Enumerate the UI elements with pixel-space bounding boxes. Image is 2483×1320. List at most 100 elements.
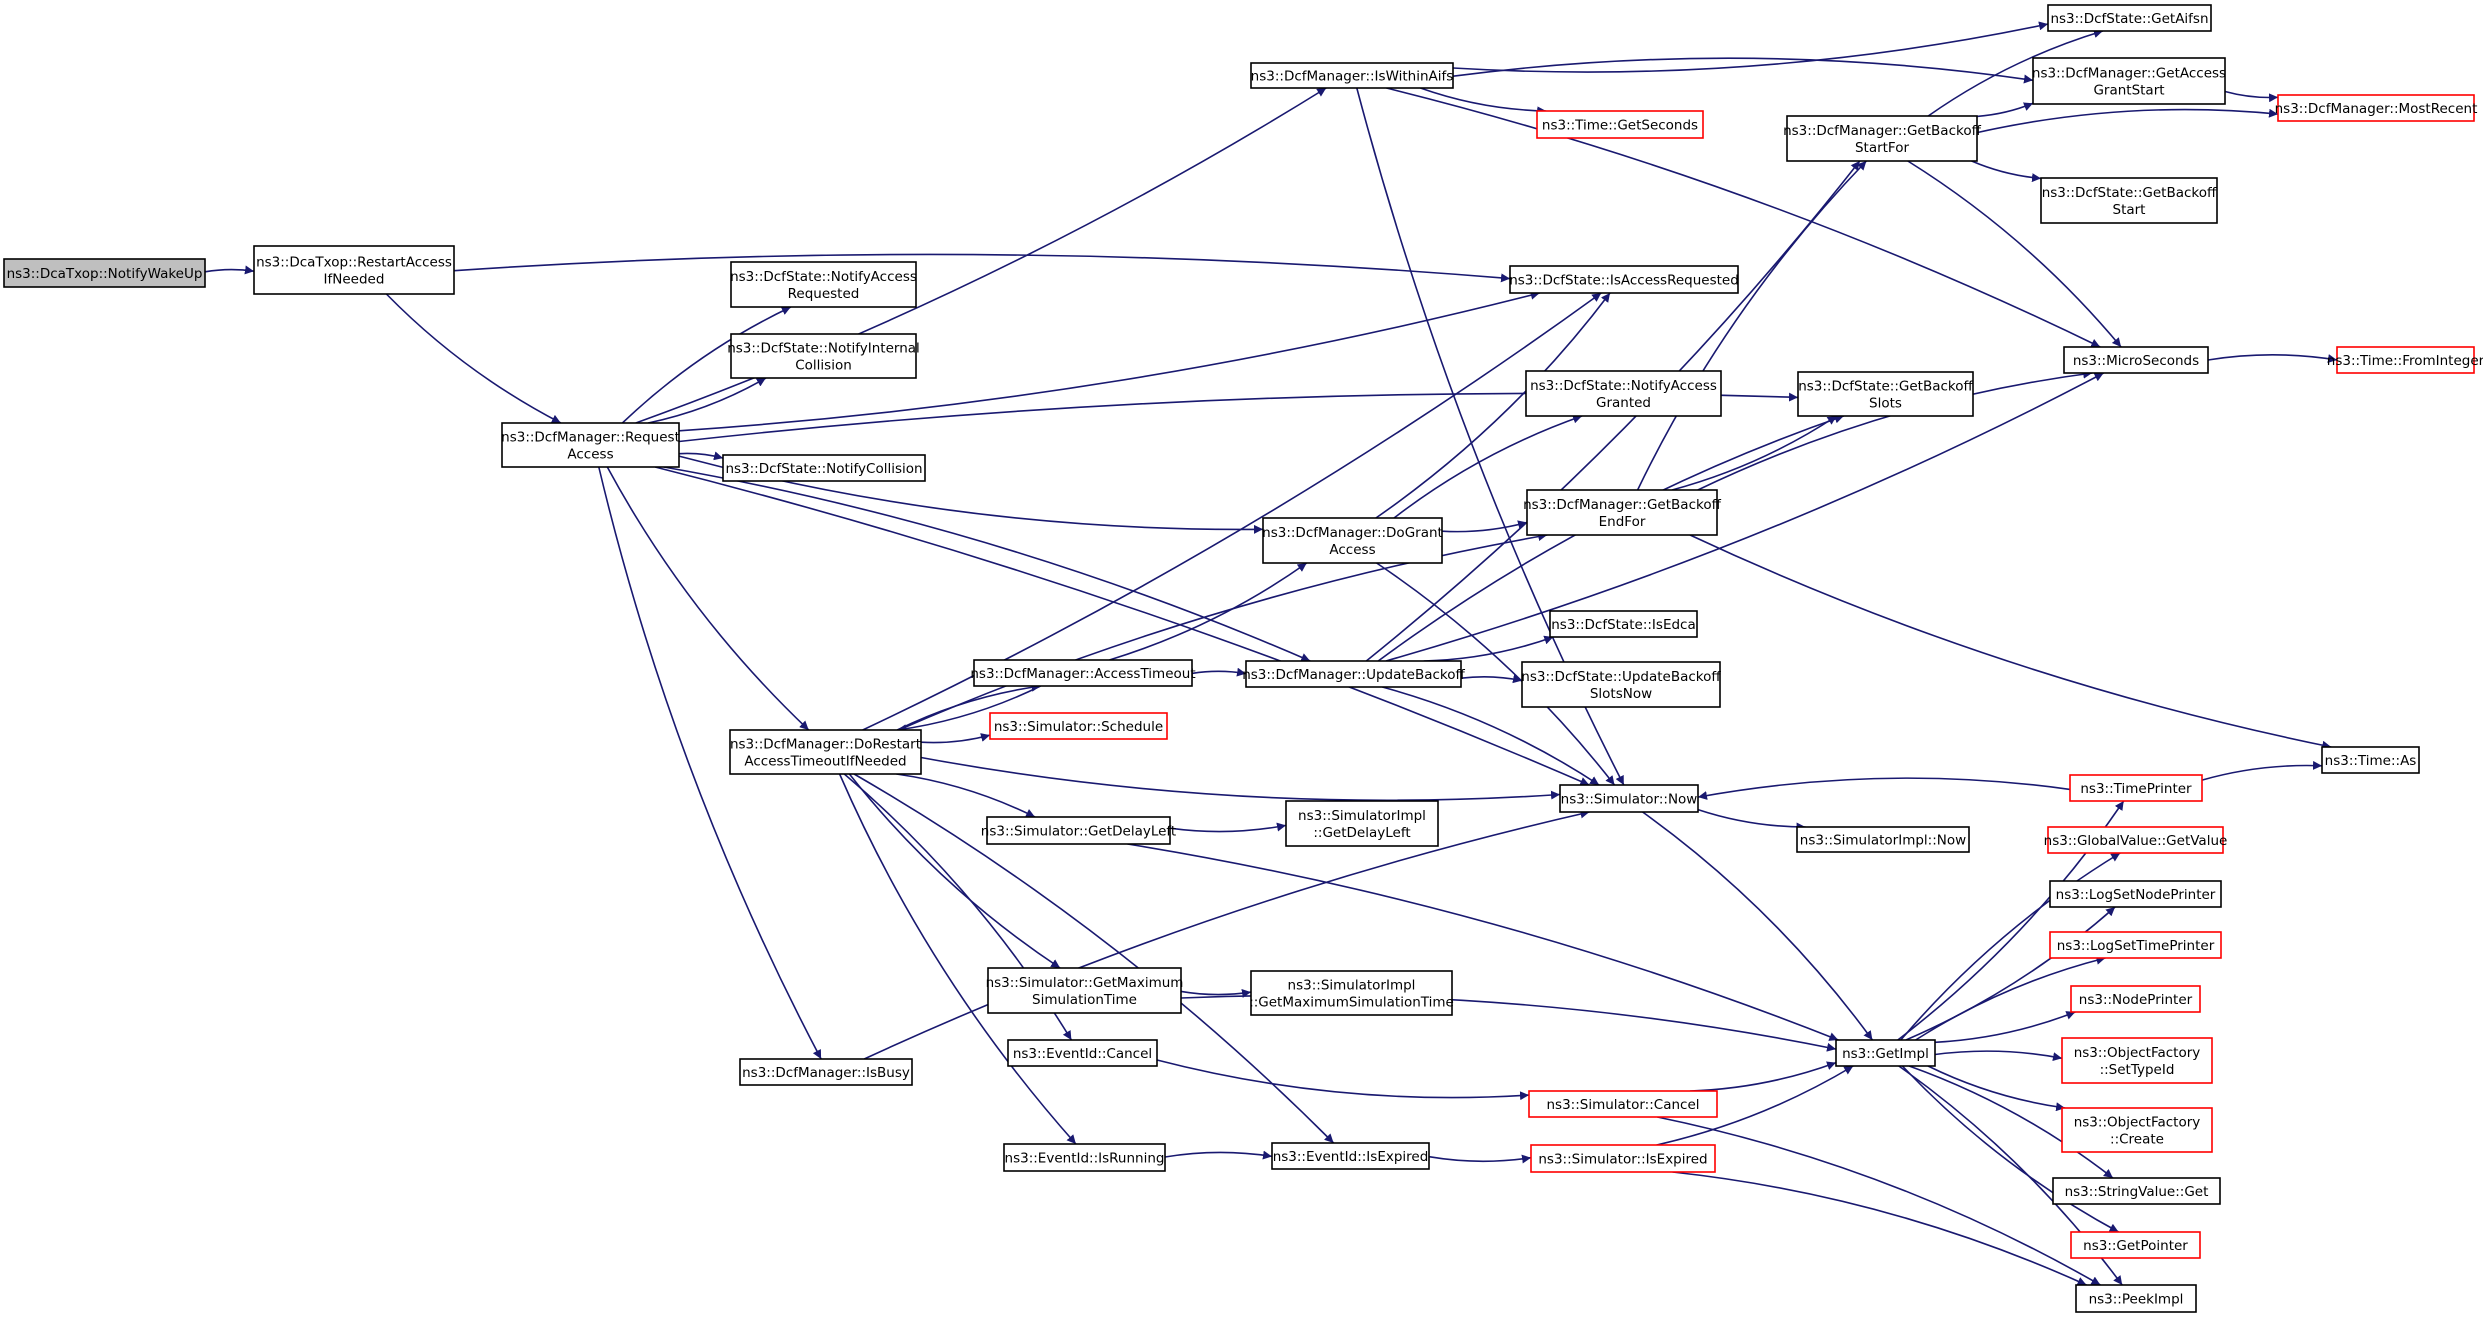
- node-isexpired[interactable]: ns3::EventId::IsExpired: [1271, 1142, 1430, 1170]
- node-getmaxsim[interactable]: ns3::Simulator::GetMaximumSimulationTime: [986, 967, 1184, 1014]
- node-dorestart[interactable]: ns3::DcfManager::DoRestartAccessTimeoutI…: [729, 729, 922, 775]
- node-box: [2049, 931, 2222, 959]
- node-label: ns3::Simulator::GetMaximum: [986, 975, 1184, 991]
- node-getaifsn[interactable]: ns3::DcfState::GetAifsn: [2047, 4, 2212, 32]
- node-globalvalue[interactable]: ns3::GlobalValue::GetValue: [2044, 826, 2228, 854]
- edge-getbackoffstartfor-to-getbackoffstart: [1971, 160, 2042, 183]
- edge-requestaccess-to-dorestart: [606, 466, 810, 731]
- node-label: ns3::DcfManager::GetBackoff: [1523, 497, 1721, 513]
- node-label: StartFor: [1855, 140, 1910, 156]
- node-label: ns3::DcfManager::IsWithinAifs: [1251, 69, 1454, 85]
- node-box: [1528, 1090, 1718, 1118]
- node-simnow[interactable]: ns3::Simulator::Now: [1559, 784, 1699, 813]
- node-box: [2061, 1037, 2213, 1084]
- node-label: ns3::NodePrinter: [2079, 992, 2193, 1008]
- node-box: [2047, 4, 2212, 32]
- node-box: [2047, 826, 2224, 854]
- node-implgetdelayleft[interactable]: ns3::SimulatorImpl::GetDelayLeft: [1285, 800, 1439, 847]
- edge-updatebackoff-to-simnow: [1382, 686, 1600, 786]
- node-label: AccessTimeoutIfNeeded: [744, 754, 906, 770]
- node-getdelayleft[interactable]: ns3::Simulator::GetDelayLeft: [981, 816, 1176, 845]
- node-notifycollision[interactable]: ns3::DcfState::NotifyCollision: [722, 454, 926, 482]
- edge-getbackoffstartfor-to-getaccessgrantstart: [1976, 102, 2034, 118]
- node-isrunning[interactable]: ns3::EventId::IsRunning: [1003, 1143, 1166, 1172]
- node-label: ns3::DcfState::NotifyInternal: [727, 341, 920, 357]
- node-box: [1285, 800, 1439, 847]
- node-peekimpl[interactable]: ns3::PeekImpl: [2075, 1284, 2197, 1313]
- node-objsettypeid[interactable]: ns3::ObjectFactory::SetTypeId: [2061, 1037, 2213, 1084]
- node-box: [987, 967, 1182, 1014]
- node-getimpl[interactable]: ns3::GetImpl: [1835, 1039, 1936, 1067]
- node-implgetmaxsim[interactable]: ns3::SimulatorImpl::GetMaximumSimulation…: [1249, 970, 1454, 1016]
- node-timegetseconds[interactable]: ns3::Time::GetSeconds: [1536, 110, 1704, 139]
- node-box: [253, 245, 455, 295]
- node-eventcancel[interactable]: ns3::EventId::Cancel: [1007, 1039, 1158, 1067]
- node-lognodeprinter[interactable]: ns3::LogSetNodePrinter: [2049, 880, 2222, 908]
- edge-getimpl-to-lognodeprinter: [1905, 906, 2116, 1041]
- edge-getbackoffstartfor-to-mostrecent: [1976, 108, 2279, 134]
- node-schedule[interactable]: ns3::Simulator::Schedule: [989, 712, 1168, 740]
- node-updatebackoff[interactable]: ns3::DcfManager::UpdateBackoff: [1242, 660, 1466, 688]
- node-label: ns3::SimulatorImpl: [1288, 978, 1416, 994]
- node-stringvalueget[interactable]: ns3::StringValue::Get: [2052, 1177, 2221, 1205]
- edge-dorestart-to-simnow: [920, 756, 1561, 802]
- edge-simcancel-to-peekimpl: [1657, 1116, 2101, 1286]
- node-label: ns3::DcfManager::MostRecent: [2275, 101, 2478, 117]
- node-box: [729, 729, 922, 775]
- edge-timeprinter-to-timeas: [2201, 760, 2323, 781]
- node-mostrecent[interactable]: ns3::DcfManager::MostRecent: [2275, 94, 2478, 122]
- node-nodeprinter[interactable]: ns3::NodePrinter: [2070, 985, 2201, 1013]
- node-implnow[interactable]: ns3::SimulatorImpl::Now: [1796, 826, 1970, 853]
- node-box: [1007, 1039, 1158, 1067]
- node-microseconds[interactable]: ns3::MicroSeconds: [2063, 346, 2209, 374]
- node-fromint[interactable]: ns3::Time::FromInteger: [2327, 346, 2483, 374]
- node-label: ::Create: [2110, 1132, 2164, 1148]
- node-timeas[interactable]: ns3::Time::As: [2321, 746, 2420, 774]
- node-label: ns3::DcfState::NotifyAccess: [730, 269, 917, 285]
- node-accesstimeout[interactable]: ns3::DcfManager::AccessTimeout: [970, 659, 1196, 687]
- edge-requestaccess-to-isaccessreq: [678, 290, 1540, 432]
- node-box: [1250, 62, 1454, 89]
- edge-getdelayleft-to-implgetdelayleft: [1169, 822, 1287, 833]
- node-label: ns3::Simulator::Cancel: [1546, 1097, 1699, 1113]
- node-box: [2032, 57, 2226, 105]
- node-label: ns3::PeekImpl: [2089, 1292, 2184, 1308]
- edge-iswithinaifs-to-timegetseconds: [1420, 87, 1547, 116]
- node-isaccessreq[interactable]: ns3::DcfState::IsAccessRequested: [1509, 265, 1739, 294]
- node-box: [1530, 1144, 1716, 1173]
- edge-getdelayleft-to-getimpl: [1127, 843, 1839, 1041]
- node-label: ns3::DcfState::UpdateBackoff: [1521, 669, 1721, 685]
- node-box: [2063, 346, 2209, 374]
- edge-eventcancel-to-simcancel: [1156, 1059, 1530, 1101]
- node-logtimeprinter[interactable]: ns3::LogSetTimePrinter: [2049, 931, 2222, 959]
- node-box: [1559, 784, 1699, 813]
- node-label: ns3::DcfState::IsAccessRequested: [1509, 273, 1739, 289]
- node-simisexpired[interactable]: ns3::Simulator::IsExpired: [1530, 1144, 1716, 1173]
- node-box: [1262, 517, 1443, 564]
- node-timeprinter[interactable]: ns3::TimePrinter: [2069, 774, 2203, 802]
- node-label: ns3::DcfManager::DoRestart: [730, 737, 921, 753]
- node-label: ns3::GlobalValue::GetValue: [2044, 833, 2228, 849]
- node-box: [986, 816, 1171, 845]
- node-getpointer[interactable]: ns3::GetPointer: [2070, 1231, 2201, 1259]
- node-objcreate[interactable]: ns3::ObjectFactory::Create: [2061, 1107, 2213, 1153]
- edge-dorestart-to-schedule: [920, 733, 991, 744]
- node-iswithinaifs[interactable]: ns3::DcfManager::IsWithinAifs: [1250, 62, 1454, 89]
- node-isedca[interactable]: ns3::DcfState::IsEdca: [1549, 610, 1698, 638]
- node-isbusy[interactable]: ns3::DcfManager::IsBusy: [739, 1058, 913, 1086]
- node-simcancel[interactable]: ns3::Simulator::Cancel: [1528, 1090, 1718, 1118]
- edge-getbackoffendfor-to-getbackoffslots: [1671, 415, 1838, 491]
- edge-requestaccess-to-iswithinaifs: [635, 87, 1327, 424]
